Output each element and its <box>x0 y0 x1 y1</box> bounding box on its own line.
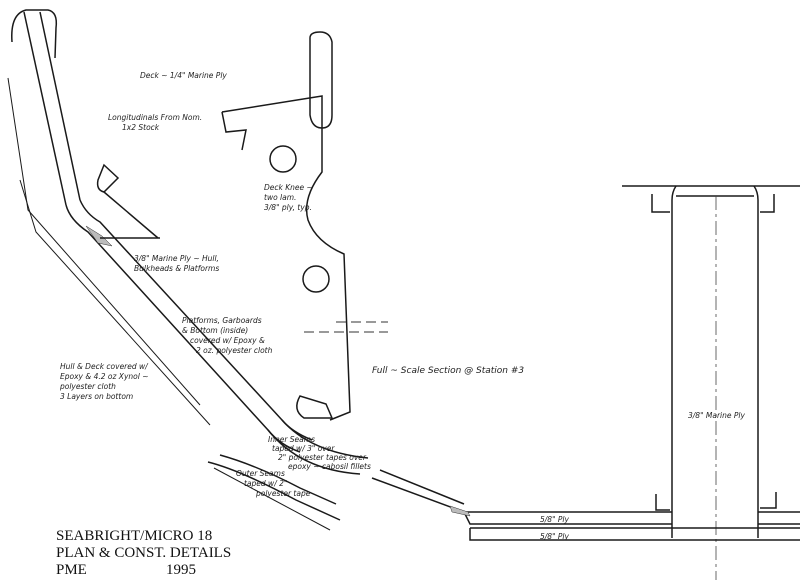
label-section: Full ~ Scale Section @ Station #3 <box>372 366 524 376</box>
bottom-run-inner <box>379 469 465 505</box>
annotations: Deck ~ 1/4" Marine Ply Longitudinals Fro… <box>59 71 745 541</box>
label-marine-ply-1: 3/8" Marine Ply ~ Hull, <box>134 254 219 263</box>
label-ply-lower: 5/8" Ply <box>540 532 570 541</box>
lightening-hole-lower <box>302 265 330 293</box>
bottom-stringer <box>296 395 334 419</box>
topside-inner-line <box>39 11 81 201</box>
garboard-inner <box>219 454 337 505</box>
longitudinal-stringer <box>96 163 120 193</box>
title-block: SEABRIGHT/MICRO 18 PLAN & CONST. DETAILS… <box>56 528 231 578</box>
knee-outline <box>221 95 351 421</box>
label-hull-deck-1: Hull & Deck covered w/ <box>60 362 149 371</box>
block-lower-right <box>760 492 777 509</box>
label-deck-knee-3: 3/8" ply, typ. <box>264 203 312 212</box>
label-platforms-2: & Bottom (inside) <box>182 326 248 335</box>
bottom-plate-upper-right <box>758 511 800 525</box>
label-outer-seams-2: taped w/ 2" <box>244 479 287 488</box>
label-longitudinals-2: 1x2 Stock <box>122 123 160 132</box>
garboard-outer <box>207 461 341 521</box>
title-line-2: PLAN & CONST. DETAILS <box>56 545 231 561</box>
chine-outer-curve <box>267 429 361 475</box>
bottom-plate-upper <box>463 511 672 525</box>
label-inner-seams-4: epoxy ~ cabosil fillets <box>288 462 371 471</box>
platform-line-upper <box>103 191 159 239</box>
bottom-run-outer <box>371 477 465 513</box>
deck-knee <box>221 31 388 421</box>
deck-edge-cap <box>11 9 58 59</box>
coaming-post <box>309 31 333 129</box>
knee-notch <box>221 111 247 151</box>
title-designer: PME <box>56 562 87 578</box>
hull-section-left <box>7 9 369 531</box>
block-upper-left <box>651 194 670 213</box>
label-outer-seams-1: Outer Seams <box>236 469 285 478</box>
label-platforms-3: covered w/ Epoxy & <box>190 336 265 345</box>
chine-fillet <box>85 225 113 247</box>
label-marine-ply-right: 3/8" Marine Ply <box>688 411 745 420</box>
label-deck: Deck ~ 1/4" Marine Ply <box>140 71 227 80</box>
label-platforms-1: Platforms, Garboards <box>182 316 262 325</box>
label-hull-deck-4: 3 Layers on bottom <box>60 392 133 401</box>
block-upper-right <box>760 194 775 213</box>
keelson-right <box>753 185 759 538</box>
label-inner-seams-2: taped w/ 3" over <box>272 444 335 453</box>
outer-sheer-line-1 <box>7 77 201 406</box>
label-deck-knee-1: Deck Knee ~ <box>264 183 313 192</box>
keelson-left <box>671 185 677 538</box>
bottom-outer-line <box>65 204 301 453</box>
chine-inner-curve <box>281 419 369 459</box>
label-platforms-4: 2 oz. polyester cloth <box>196 346 273 355</box>
lightening-hole-upper <box>269 145 297 173</box>
title-year: 1995 <box>166 562 196 578</box>
label-marine-ply-2: Bulkheads & Platforms <box>134 264 219 273</box>
keel-fillet <box>449 505 471 517</box>
hull-section-right <box>371 185 800 580</box>
label-inner-seams-1: Inner Seams <box>268 435 315 444</box>
label-deck-knee-2: two lam. <box>264 193 296 202</box>
outer-sheer-line-2 <box>19 179 211 426</box>
label-hull-deck-3: polyester cloth <box>59 382 116 391</box>
title-line-1: SEABRIGHT/MICRO 18 <box>56 528 212 544</box>
block-lower-left <box>655 494 670 511</box>
label-outer-seams-3: polyester tape <box>255 489 311 498</box>
label-ply-upper: 5/8" Ply <box>540 515 570 524</box>
bottom-inner-line <box>79 199 313 441</box>
label-inner-seams-3: 2" polyester tapes over <box>278 453 367 462</box>
label-hull-deck-2: Epoxy & 4.2 oz Xynol ~ <box>60 372 148 381</box>
label-longitudinals-1: Longitudinals From Nom. <box>108 113 202 122</box>
topside-outer-line <box>23 11 67 206</box>
keel-line <box>213 467 331 531</box>
bottom-plate-lower <box>469 527 800 541</box>
